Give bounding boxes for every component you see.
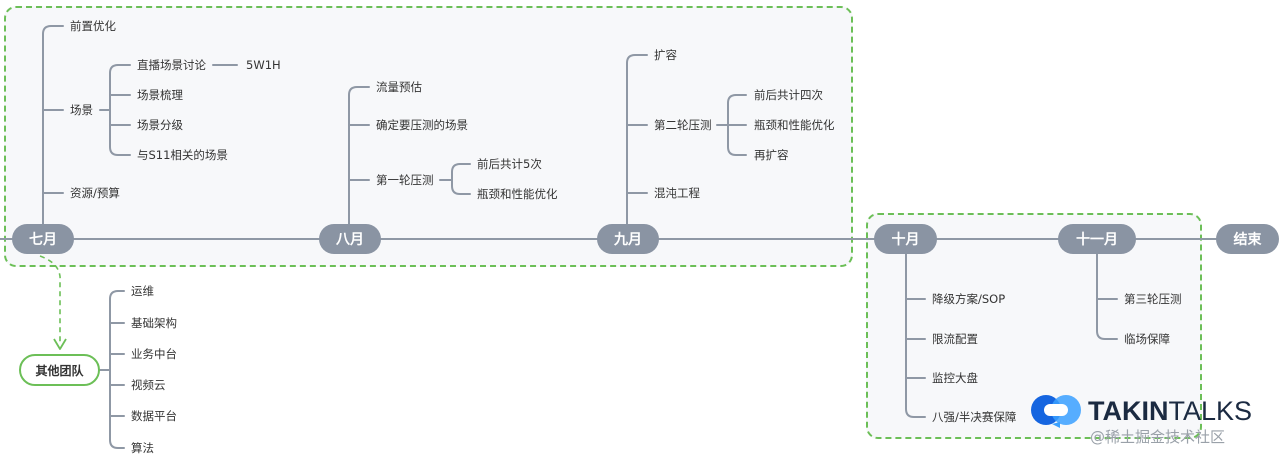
label-aug-bottleneck: 瓶颈和性能优化 [477,187,558,201]
team-item: 视频云 [131,378,166,392]
team-item: 业务中台 [131,347,177,361]
milestone-aug: 八月 [319,224,381,254]
label-resource-budget: 资源/预算 [70,186,120,200]
brand-watermark: @稀土掘金技术社区 [1090,428,1226,446]
label-determine-scenes: 确定要压测的场景 [376,118,468,132]
team-item: 基础架构 [131,316,177,330]
label-scene-grading: 场景分级 [137,118,183,132]
milestone-jul: 七月 [12,224,74,254]
team-item: 算法 [131,441,154,455]
label-expand: 扩容 [654,48,677,62]
label-rate-limit: 限流配置 [932,332,978,346]
label-third-round-test: 第三轮压测 [1124,292,1182,306]
label-degradation-sop: 降级方案/SOP [932,292,1006,306]
other-teams-node: 其他团队 [19,354,100,386]
label-five-times: 前后共计5次 [477,157,542,171]
team-item: 数据平台 [131,409,177,423]
label-pre-optimization: 前置优化 [70,19,116,33]
brand-name-bold: TAKIN [1088,396,1169,426]
jul-sep-group-box [4,6,853,267]
takintalks-logo-icon [1031,395,1081,428]
team-item: 运维 [131,284,154,298]
label-second-round-test: 第二轮压测 [654,118,712,132]
milestone-oct: 十月 [874,224,937,254]
label-four-times: 前后共计四次 [754,88,823,102]
label-s11-scenes: 与S11相关的场景 [137,148,228,162]
label-final-guarantee: 八强/半决赛保障 [932,410,1017,424]
label-re-expand: 再扩容 [754,148,789,162]
brand-name-thin: TALKS [1168,396,1253,426]
label-monitor-dashboard: 监控大盘 [932,371,978,385]
milestone-end: 结束 [1216,224,1279,254]
label-sep-bottleneck: 瓶颈和性能优化 [754,118,835,132]
label-5w1h: 5W1H [246,58,281,72]
milestone-sep: 九月 [597,224,659,254]
label-scene: 场景 [70,103,93,117]
label-first-round-test: 第一轮压测 [376,173,434,187]
label-live-scene-discussion: 直播场景讨论 [137,58,206,72]
label-onsite-guarantee: 临场保障 [1124,332,1170,346]
label-chaos-engineering: 混沌工程 [654,186,700,200]
milestone-nov: 十一月 [1058,224,1136,254]
label-scene-sorting: 场景梳理 [137,88,183,102]
label-traffic-estimate: 流量预估 [376,80,422,94]
brand-name: TAKINTALKS [1088,396,1252,427]
